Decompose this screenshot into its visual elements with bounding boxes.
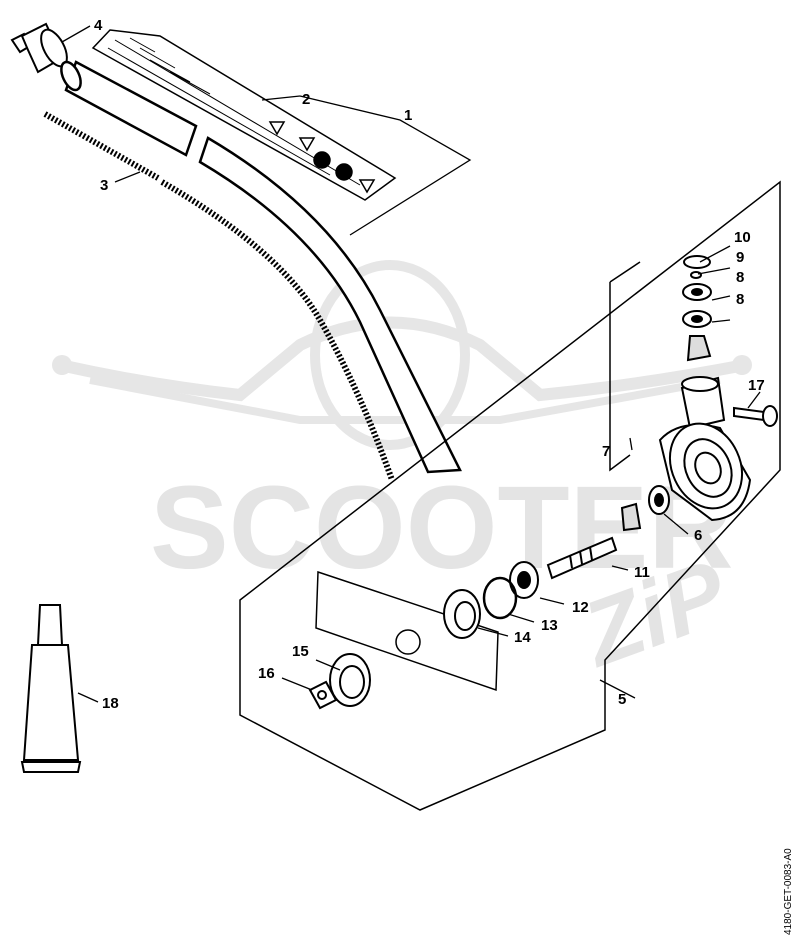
callout-18: 18 [102,695,119,712]
spindle [546,536,618,580]
callout-5: 5 [618,691,626,708]
lower-parts [308,561,539,710]
leader-lines [61,25,761,703]
callout-1: 1 [404,107,412,124]
callout-17: 17 [748,377,765,394]
callout-10: 10 [734,229,751,246]
label-sticker [91,29,397,201]
callout-16: 16 [258,665,275,682]
end-cap [10,22,68,74]
lower-bearing [620,485,670,532]
callout-2: 2 [302,91,310,108]
cutting-blade [315,570,499,692]
gear-housing [658,376,752,522]
callout-7: 7 [602,443,610,460]
drive-shaft [43,111,395,482]
callout-labels: 4 2 1 3 10 9 8 8 17 7 6 11 12 13 14 15 1… [94,17,765,712]
document-id: 4180-GET-0083-A0 [783,848,794,935]
callout-8-upper: 8 [736,269,744,286]
grease-tube [20,604,82,773]
screw [733,405,778,427]
callout-6: 6 [694,527,702,544]
callout-3: 3 [100,177,108,194]
upper-bearings [682,255,712,362]
callout-11: 11 [634,564,650,581]
callout-13: 13 [541,617,558,634]
callout-9: 9 [736,249,744,266]
callout-4: 4 [94,17,103,34]
callout-15: 15 [292,643,309,660]
callout-12: 12 [572,599,589,616]
callout-14: 14 [514,629,531,646]
callout-8-lower: 8 [736,291,744,308]
drive-tube [60,60,462,474]
gear-assembly-panel [239,180,781,811]
